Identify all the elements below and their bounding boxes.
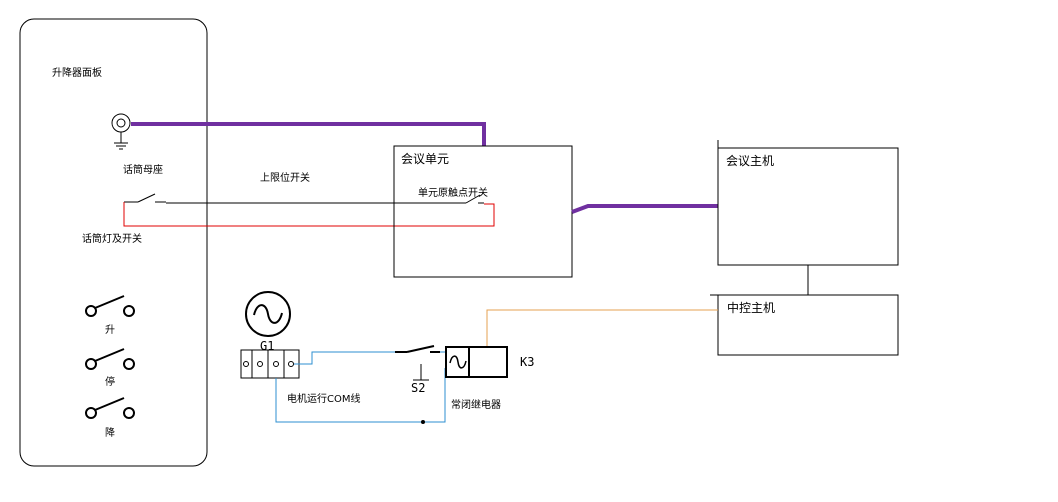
conference-unit-title: 会议单元 (401, 152, 449, 166)
terminal-block-icon (240, 349, 300, 379)
button-stop-switch-icon (85, 348, 135, 370)
central-control-box (717, 294, 899, 356)
blue-wire-bottom (275, 368, 446, 423)
relay-k3-icon (445, 346, 508, 378)
purple-cable-host (571, 204, 718, 214)
red-loop-wire (123, 202, 495, 227)
button-up-label: 升 (105, 324, 115, 336)
central-control-title: 中控主机 (727, 300, 775, 315)
button-up-switch-icon (85, 295, 135, 317)
button-down-switch-icon (85, 397, 135, 419)
conference-host-title: 会议主机 (726, 154, 774, 168)
junction-dot (421, 420, 425, 424)
generator-icon (245, 291, 291, 337)
mic-light-switch-icon (124, 193, 166, 203)
switch-s2-label: S2 (411, 381, 425, 395)
unit-contact-switch-icon (460, 194, 484, 204)
relay-k3-label: K3 (520, 355, 534, 369)
switch-s2-icon (395, 345, 440, 381)
motor-com-line-label: 电机运行COM线 (287, 392, 360, 405)
blue-wire-top (294, 351, 395, 365)
unit-contact-switch-label: 单元原触点开关 (418, 186, 488, 199)
mic-light-switch-label: 话筒灯及开关 (82, 232, 142, 245)
upper-limit-switch-label: 上限位开关 (260, 171, 310, 184)
lift-panel-box (19, 18, 208, 467)
button-down-label: 降 (105, 426, 115, 439)
mic-socket-label: 话筒母座 (123, 163, 163, 176)
button-stop-label: 停 (105, 375, 115, 388)
relay-description: 常闭继电器 (451, 398, 501, 411)
lift-panel-title: 升降器面板 (52, 66, 102, 79)
generator-label: G1 (260, 339, 274, 353)
purple-cable-mic (131, 122, 486, 146)
orange-wire (486, 309, 718, 346)
mic-socket-icon (111, 113, 131, 150)
